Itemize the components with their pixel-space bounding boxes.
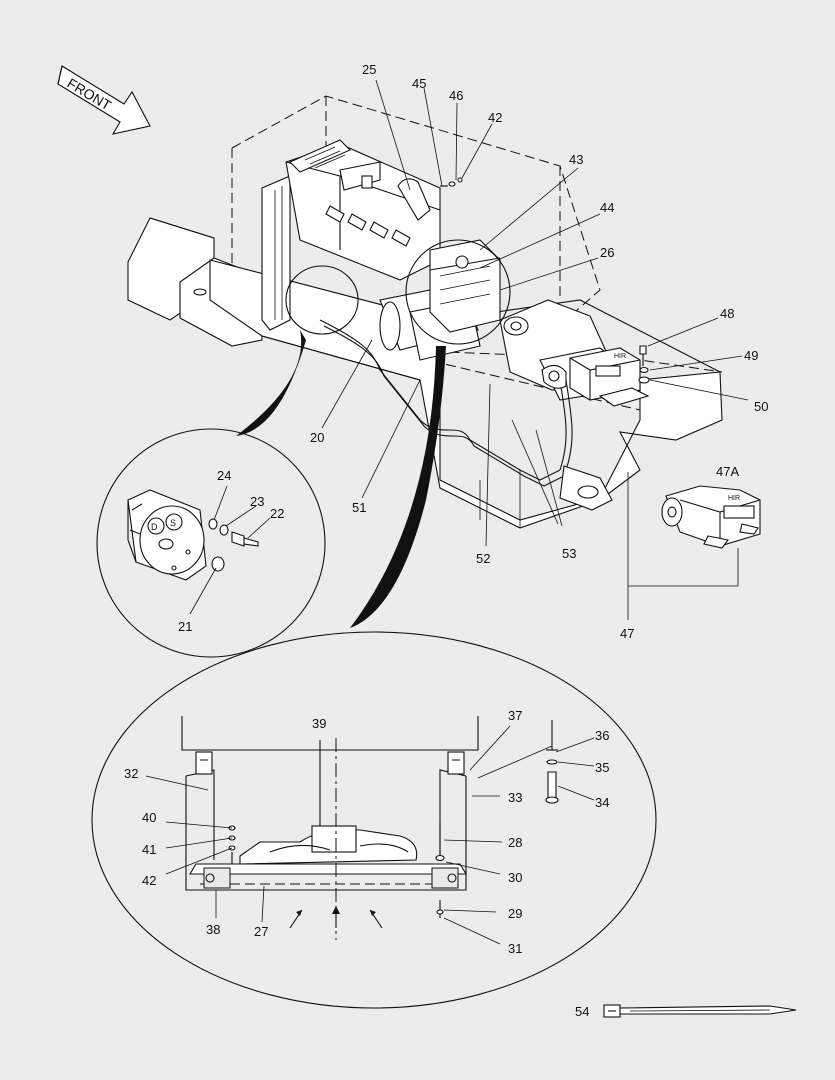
callout-46: 46 (449, 88, 463, 103)
callout-26: 26 (600, 245, 614, 260)
cable-tie-icon (603, 1004, 797, 1018)
callout-40: 40 (142, 810, 156, 825)
callout-31: 31 (508, 941, 522, 956)
transformer-47a-mark: HIR (728, 495, 740, 502)
callout-45: 45 (412, 76, 426, 91)
callout-24: 24 (217, 468, 231, 483)
callout-28: 28 (508, 835, 522, 850)
callout-20: 20 (310, 430, 324, 445)
callout-47: 47 (620, 626, 634, 641)
callout-49: 49 (744, 348, 758, 363)
callout-47a: 47A (716, 464, 739, 479)
callout-41: 41 (142, 842, 156, 857)
section-detail (181, 716, 559, 940)
callout-51: 51 (352, 500, 366, 515)
callout-39: 39 (312, 716, 326, 731)
callout-labels: 25 45 46 42 43 44 26 48 49 50 20 24 23 2… (124, 62, 768, 1019)
callout-27: 27 (254, 924, 268, 939)
section-detail-ellipse (91, 631, 657, 1009)
valve-detail-circle (96, 428, 326, 658)
detail-pointer-bottom (350, 346, 446, 628)
valve-detail: D S (127, 489, 259, 581)
callout-38: 38 (206, 922, 220, 937)
chassis-assembly: HIR (127, 95, 723, 529)
callout-33: 33 (508, 790, 522, 805)
callout-35: 35 (595, 760, 609, 775)
transformer-mark: HIR (614, 353, 626, 360)
callout-29: 29 (508, 906, 522, 921)
callout-42-top: 42 (488, 110, 502, 125)
callout-34: 34 (595, 795, 609, 810)
callout-32: 32 (124, 766, 138, 781)
callout-54: 54 (575, 1004, 589, 1019)
callout-22: 22 (270, 506, 284, 521)
valve-detail-mark-s: S (170, 518, 176, 528)
callout-30: 30 (508, 870, 522, 885)
callout-48: 48 (720, 306, 734, 321)
callout-25: 25 (362, 62, 376, 77)
callout-44: 44 (600, 200, 614, 215)
callout-42-bottom: 42 (142, 873, 156, 888)
callout-53: 53 (562, 546, 576, 561)
callout-37: 37 (508, 708, 522, 723)
front-arrow-icon (57, 65, 151, 135)
transformer-47a: HIR (661, 485, 761, 549)
callout-36: 36 (595, 728, 609, 743)
leader-lines (145, 79, 749, 945)
valve-detail-mark-d: D (151, 522, 158, 532)
callout-50: 50 (754, 399, 768, 414)
callout-52: 52 (476, 551, 490, 566)
callout-43: 43 (569, 152, 583, 167)
callout-21: 21 (178, 619, 192, 634)
callout-23: 23 (250, 494, 264, 509)
transformer-mounted: HIR (541, 347, 650, 407)
